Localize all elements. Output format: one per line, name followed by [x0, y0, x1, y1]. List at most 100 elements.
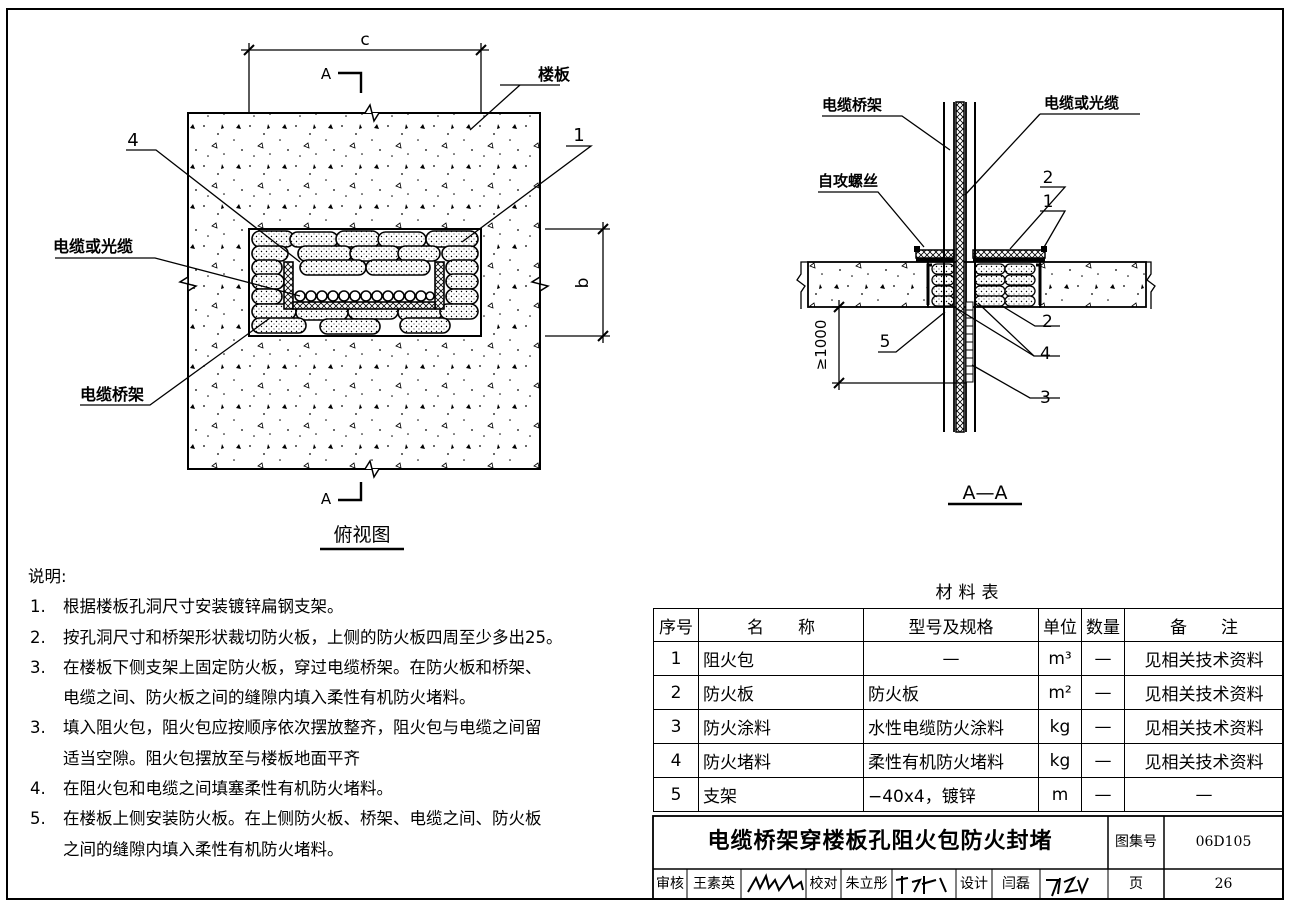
cell-no: 5 [653, 777, 699, 812]
item1-label: 1 [573, 125, 584, 146]
cell-qty: — [1081, 641, 1125, 676]
atlas-label: 图集号 [1115, 834, 1157, 850]
checker-name: 朱立彤 [845, 876, 888, 892]
section-view-title: A—A [963, 482, 1008, 504]
header-qty: 数量 [1081, 608, 1125, 642]
note-num: 4. [30, 779, 46, 799]
cell-spec: 防火板 [863, 675, 1039, 710]
plan-tray-label: 电缆桥架 [80, 385, 144, 404]
cell-spec: 柔性有机防火堵料 [863, 743, 1039, 778]
section-leaders [818, 113, 1140, 399]
note-text: 在楼板下侧支架上固定防火板，穿过电缆桥架。在防火板和桥架、 [63, 657, 542, 677]
header-spec: 型号及规格 [863, 608, 1039, 642]
cell-no: 4 [653, 743, 699, 778]
dim-c-label: c [360, 30, 369, 50]
note-num: 5. [30, 809, 46, 829]
page-label: 页 [1129, 876, 1143, 892]
cell-unit: m [1038, 777, 1082, 812]
cell-unit: kg [1038, 743, 1082, 778]
note-continuation: 之间的缝隙内填入柔性有机防火堵料。 [63, 839, 344, 859]
top-board-left [915, 249, 955, 259]
note-text: 填入阻火包，阻火包应按顺序依次摆放整齐，阻火包与电缆之间留 [63, 718, 542, 738]
cell-name: 防火涂料 [698, 709, 864, 744]
section-cable-label: 电缆或光缆 [1044, 94, 1119, 112]
cell-spec: −40x4，镀锌 [863, 777, 1039, 812]
note-num: 3. [30, 718, 46, 738]
note-item: 4. 在阻火包和电缆之间填塞柔性有机防火堵料。 [28, 774, 648, 804]
top-board-right [972, 249, 1046, 259]
section-n4: 4 [1040, 344, 1051, 364]
cell-spec: 水性电缆防火涂料 [863, 709, 1039, 744]
section-slab-right [1039, 261, 1147, 308]
plan-cable-label: 电缆或光缆 [53, 237, 133, 256]
table-row: 3 防火涂料 水性电缆防火涂料 kg — 见相关技术资料 [653, 709, 1284, 744]
reviewer-signature [747, 873, 804, 893]
note-item: 3. 填入阻火包，阻火包应按顺序依次摆放整齐，阻火包与电缆之间留 [28, 713, 648, 743]
designer-signature [1046, 876, 1089, 897]
table-header-row: 序号 名 称 型号及规格 单位 数量 备 注 [653, 608, 1284, 642]
note-continuation: 适当空隙。阻火包摆放至与楼板地面平齐 [63, 748, 360, 768]
cell-unit: kg [1038, 709, 1082, 744]
note-text: 根据楼板孔洞尺寸安装镀锌扁钢支架。 [63, 597, 344, 617]
cell-qty: — [1081, 709, 1125, 744]
section-mark-bottom: A [321, 490, 332, 508]
materials-title: 材料表 [935, 583, 1005, 603]
header-unit: 单位 [1038, 608, 1082, 642]
note-text: 在阻火包和电缆之间填塞柔性有机防火堵料。 [63, 779, 393, 799]
signatures [747, 873, 1089, 897]
checker-signature [895, 876, 947, 894]
cell-note: 见相关技术资料 [1124, 709, 1284, 744]
section-n5: 5 [880, 332, 891, 352]
table-row: 4 防火堵料 柔性有机防火堵料 kg — 见相关技术资料 [653, 743, 1284, 778]
table-row: 5 支架 −40x4，镀锌 m — — [653, 777, 1284, 812]
section-fire-bags [931, 263, 1036, 307]
dim-c [241, 43, 489, 113]
note-item: 2. 按孔洞尺寸和桥架形状裁切防火板，上侧的防火板四周至少多出25。 [28, 623, 648, 653]
section-n3: 3 [1040, 388, 1051, 408]
drawing-title: 电缆桥架穿楼板孔阻火包防火封堵 [707, 829, 1053, 854]
table-row: 2 防火板 防火板 m² — 见相关技术资料 [653, 675, 1284, 710]
title-block [652, 815, 1284, 900]
cell-spec: — [863, 641, 1039, 676]
cell-qty: — [1081, 743, 1125, 778]
note-num: 3. [30, 657, 46, 677]
note-num: 2. [30, 627, 46, 647]
reviewer-name: 王素英 [693, 876, 735, 892]
slab-label: 楼板 [538, 65, 571, 84]
cell-qty: — [1081, 777, 1125, 812]
note-item: 5. 在楼板上侧安装防火板。在上侧防火板、桥架、电缆之间、防火板 [28, 804, 648, 834]
cell-name: 阻火包 [698, 641, 864, 676]
item4-label: 4 [127, 130, 138, 151]
cell-no: 2 [653, 675, 699, 710]
dim-b [545, 222, 610, 343]
plan-view-title: 俯视图 [333, 524, 390, 546]
cell-note: 见相关技术资料 [1124, 743, 1284, 778]
cell-name: 防火堵料 [698, 743, 864, 778]
design-label: 设计 [960, 876, 988, 892]
note-text: 按孔洞尺寸和桥架形状裁切防火板，上侧的防火板四周至少多出25。 [63, 627, 563, 647]
note-item: 3. 在楼板下侧支架上固定防火板，穿过电缆桥架。在防火板和桥架、 [28, 653, 648, 683]
header-no: 序号 [653, 608, 699, 642]
plan-view [55, 43, 610, 502]
section-slab-left [807, 261, 929, 308]
note-continuation: 电缆之间、防火板之间的缝隙内填入柔性有机防火堵料。 [63, 688, 476, 708]
note-num: 1. [30, 597, 46, 617]
section-n1: 1 [1043, 192, 1054, 212]
section-view [796, 101, 1156, 506]
note-text: 在楼板上侧安装防火板。在上侧防火板、桥架、电缆之间、防火板 [63, 809, 542, 829]
note-item: 1. 根据楼板孔洞尺寸安装镀锌扁钢支架。 [28, 592, 648, 622]
section-n2-bottom: 2 [1042, 312, 1053, 332]
cell-note: 见相关技术资料 [1124, 675, 1284, 710]
page-number: 26 [1214, 876, 1233, 892]
table-row: 1 阻火包 — m³ — 见相关技术资料 [653, 641, 1284, 676]
notes-heading: 说明: [28, 567, 67, 586]
section-mark-top: A [321, 65, 332, 83]
check-label: 校对 [809, 876, 838, 892]
cell-no: 3 [653, 709, 699, 744]
dim-b-label: b [573, 278, 593, 289]
dim-height [832, 300, 966, 390]
section-n2-top: 2 [1043, 168, 1054, 188]
header-name: 名 称 [698, 608, 864, 642]
section-tray-label: 电缆桥架 [822, 96, 882, 114]
cell-note: — [1124, 777, 1284, 812]
